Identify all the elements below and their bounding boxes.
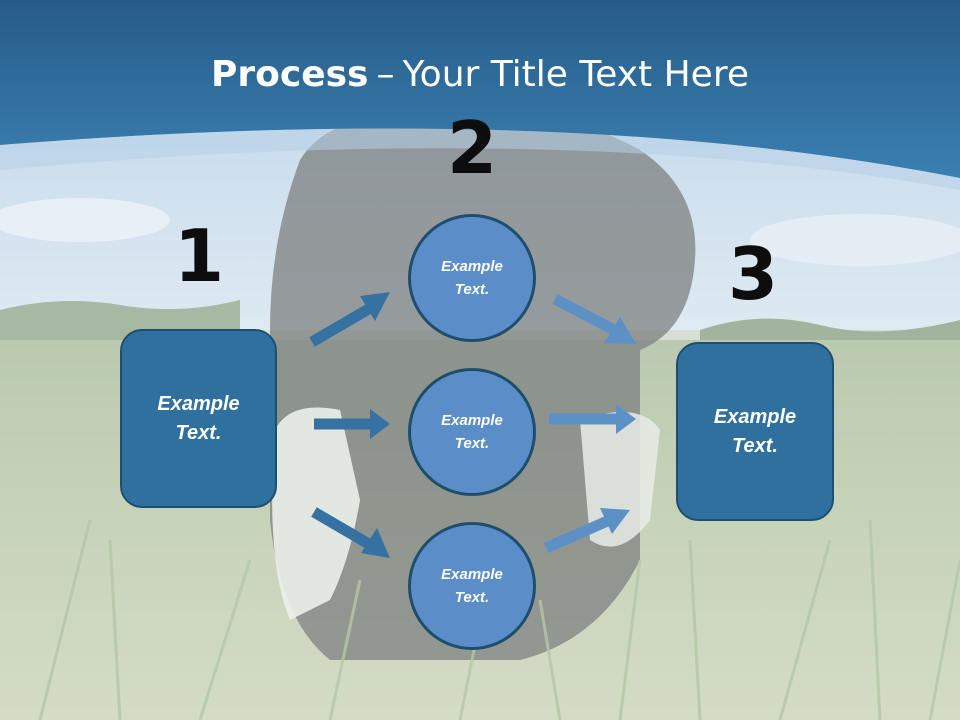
left-step-box[interactable]: Example Text. [120,329,277,508]
arrow-left-up [309,292,390,347]
arrow-right-up [543,508,630,554]
middle-circle-top[interactable]: Example Text. [408,214,536,342]
right-step-box[interactable]: Example Text. [676,342,834,521]
middle-circle-bottom-text: Example Text. [441,566,503,606]
middle-circle-top-text: Example Text. [441,258,503,298]
step-number-3: 3 [727,232,779,316]
step-number-1: 1 [173,214,225,298]
slide-title: Process–Your Title Text Here [0,52,960,98]
middle-circle-bottom[interactable]: Example Text. [408,522,536,650]
arrow-left-down [311,507,390,558]
arrow-right-middle [549,404,636,434]
title-dash: – [376,54,395,95]
title-rest: Your Title Text Here [402,54,749,95]
left-step-box-text: Example Text. [157,392,240,444]
title-bold: Process [210,54,369,95]
step-number-2: 2 [446,106,498,190]
middle-circle-center-text: Example Text. [441,412,503,452]
right-step-box-text: Example Text. [713,405,797,457]
arrow-left-middle [314,409,390,439]
middle-circle-center[interactable]: Example Text. [408,368,536,496]
arrow-right-down [552,294,636,344]
